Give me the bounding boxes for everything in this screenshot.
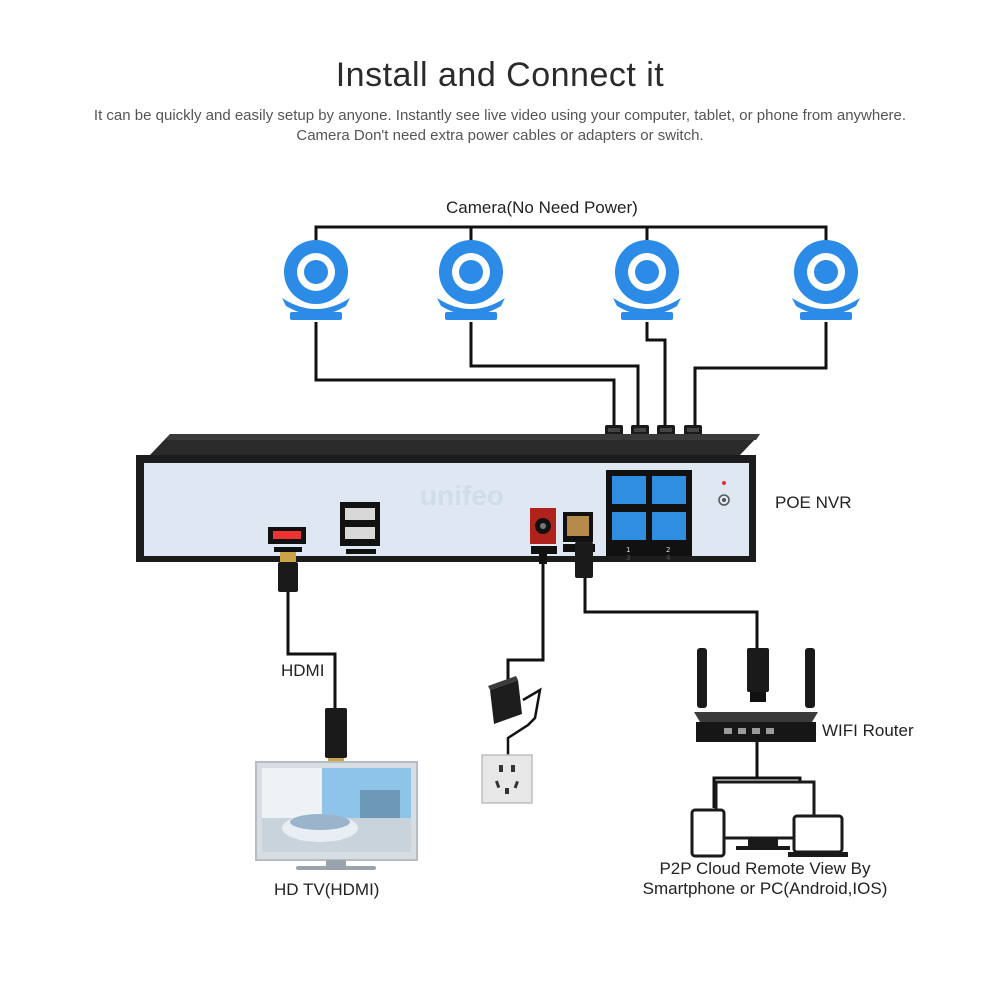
subtitle-line-1: It can be quickly and easily setup by an… [93, 107, 907, 124]
poe-port-number: 1 [626, 546, 630, 554]
router-ethernet-cable [575, 542, 769, 702]
devices-icon [690, 780, 848, 858]
poe-port-number: 2 [666, 546, 670, 554]
poe-port-number: 3 [626, 554, 630, 562]
hdmi-label: HDMI [281, 661, 325, 680]
power-cable [506, 554, 547, 755]
nvr-label: POE NVR [775, 493, 852, 512]
camera-label: Camera(No Need Power) [446, 198, 638, 217]
hdmi-cable [278, 552, 347, 768]
router-label: WIFI Router [822, 721, 914, 740]
p2p-label-line-2: Smartphone or PC(Android,IOS) [642, 879, 888, 898]
svg-text:unifeo: unifeo [420, 480, 504, 511]
subtitle-line-2: Camera Don't need extra power cables or … [296, 127, 704, 144]
camera-icon [282, 240, 350, 320]
poe-ports [606, 470, 692, 556]
router-icon [694, 648, 818, 742]
page-title: Install and Connect it [335, 56, 665, 94]
p2p-label-line-1: P2P Cloud Remote View By [659, 859, 871, 878]
power-adapter-icon [488, 676, 522, 724]
wall-socket-icon [481, 754, 533, 804]
camera-icon [792, 240, 860, 320]
reset-button-icon [718, 481, 730, 506]
poe-port-number: 4 [666, 554, 671, 562]
camera-ethernet-cables [314, 322, 828, 425]
usb-port-icon [340, 502, 380, 554]
dc-power-port-icon [530, 508, 557, 554]
camera-icon [437, 240, 505, 320]
tv-label: HD TV(HDMI) [274, 880, 380, 899]
tv-icon [255, 761, 418, 870]
camera-bus-cable [314, 225, 828, 244]
camera-icon [613, 240, 681, 320]
p2p-label: P2P Cloud Remote View By Smartphone or P… [600, 859, 930, 899]
hdmi-port-icon [268, 527, 306, 552]
